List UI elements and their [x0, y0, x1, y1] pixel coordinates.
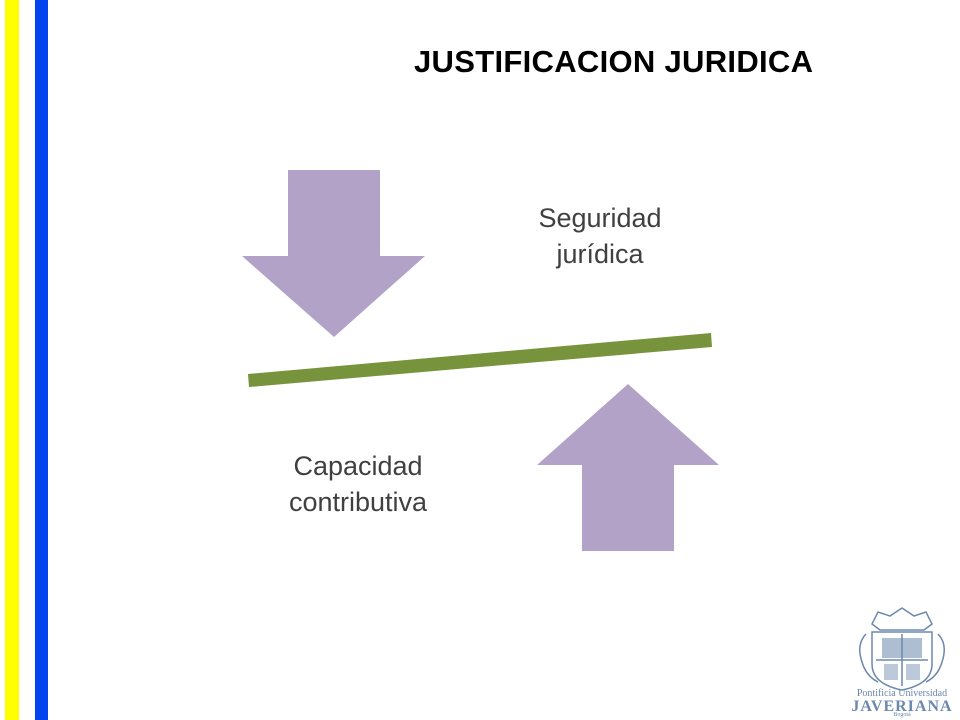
logo-text-bogota: Bogotá: [893, 712, 911, 718]
label-seguridad-juridica: Seguridad jurídica: [500, 200, 700, 272]
balance-beam: [248, 333, 712, 387]
arrow-down-icon: [242, 170, 425, 337]
label-seguridad-line1: Seguridad: [538, 203, 662, 233]
label-capacidad-line2: contributiva: [288, 487, 428, 517]
arrow-up-icon: [537, 384, 719, 551]
logo-text-javeriana: JAVERIANA: [851, 698, 953, 715]
blue-stripe: [35, 0, 48, 720]
javeriana-crest-icon: [859, 607, 945, 691]
logo-text-pontificia: Pontificia Universidad: [856, 688, 948, 699]
slide-title: JUSTIFICACION JURIDICA: [414, 44, 814, 79]
yellow-stripe: [5, 0, 19, 720]
label-seguridad-line2: jurídica: [556, 239, 644, 269]
label-capacidad-contributiva: Capacidad contributiva: [258, 448, 458, 520]
label-capacidad-line1: Capacidad: [293, 451, 423, 481]
